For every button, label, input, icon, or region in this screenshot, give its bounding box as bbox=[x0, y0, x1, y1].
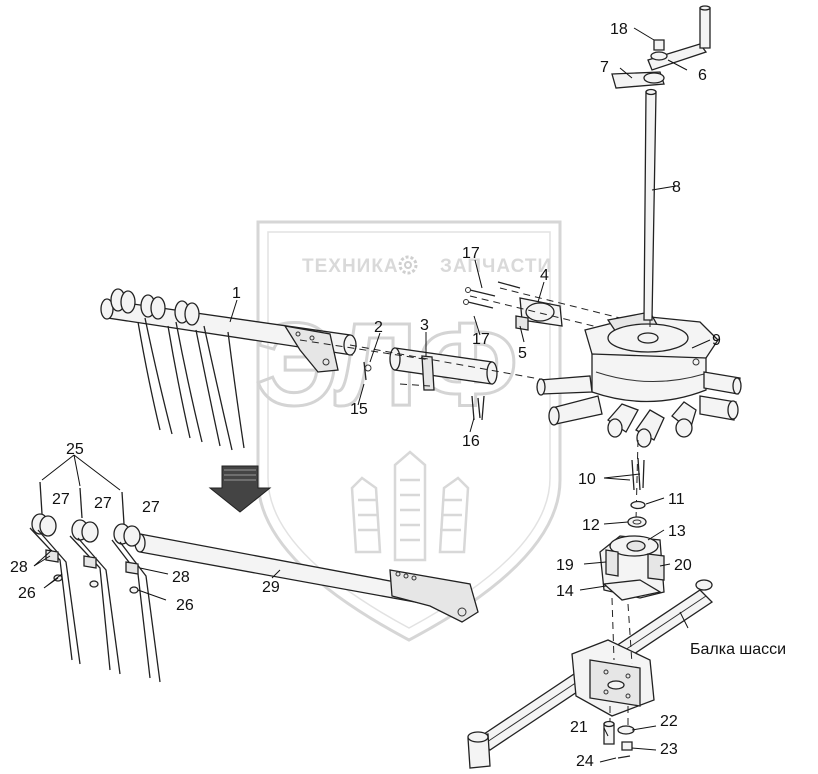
gear-icon bbox=[398, 255, 418, 275]
part-labels: 1 2 3 4 5 6 7 8 9 10 11 12 13 14 15 16 1… bbox=[10, 21, 786, 770]
nuts-part-26 bbox=[53, 574, 139, 594]
label-1: 1 bbox=[232, 285, 241, 302]
clamp-part-4 bbox=[515, 297, 563, 331]
label-11: 11 bbox=[668, 491, 685, 508]
drive-shaft-part-8 bbox=[643, 88, 657, 321]
label-9: 9 bbox=[712, 332, 721, 349]
label-17-top: 17 bbox=[462, 245, 480, 262]
lower-bolts-25 bbox=[39, 481, 125, 525]
watermark-text-right: ЗАПЧАСТИ bbox=[440, 256, 552, 277]
lever-part-7 bbox=[611, 71, 665, 89]
label-26-right: 26 bbox=[176, 597, 194, 614]
lower-tines bbox=[29, 527, 161, 683]
label-3: 3 bbox=[420, 317, 429, 334]
label-17-bottom: 17 bbox=[472, 331, 490, 348]
label-18: 18 bbox=[610, 21, 628, 38]
label-23: 23 bbox=[660, 741, 678, 758]
label-29: 29 bbox=[262, 579, 280, 596]
cotter-pins-16 bbox=[471, 395, 485, 421]
wheat-emblem bbox=[350, 450, 470, 562]
nut-part-18 bbox=[650, 39, 668, 61]
washer-part-22 bbox=[617, 725, 635, 735]
label-24: 24 bbox=[576, 753, 594, 770]
label-28-left: 28 bbox=[10, 559, 28, 576]
label-26-left: 26 bbox=[18, 585, 36, 602]
hub-arm-sockets bbox=[536, 371, 742, 448]
lower-springs-27 bbox=[31, 513, 141, 547]
label-13: 13 bbox=[668, 523, 686, 540]
chassis-beam bbox=[467, 579, 714, 769]
label-10: 10 bbox=[578, 471, 596, 488]
label-4: 4 bbox=[540, 267, 549, 284]
label-22: 22 bbox=[660, 713, 678, 730]
arm-springs bbox=[110, 288, 200, 326]
label-6: 6 bbox=[698, 67, 707, 84]
label-21: 21 bbox=[570, 719, 588, 736]
nut-part-23 bbox=[621, 741, 633, 751]
bolt-part-21 bbox=[603, 720, 615, 745]
label-20: 20 bbox=[674, 557, 692, 574]
label-8: 8 bbox=[672, 179, 681, 196]
label-28-right: 28 bbox=[172, 569, 190, 586]
pin-part-2 bbox=[363, 361, 372, 381]
label-15: 15 bbox=[350, 401, 368, 418]
label-14: 14 bbox=[556, 583, 574, 600]
clips-part-28 bbox=[45, 549, 139, 575]
washer-part-11 bbox=[630, 500, 646, 510]
label-chassis-beam: Балка шасси bbox=[690, 641, 786, 658]
watermark-text-left: ТЕХНИКА bbox=[302, 256, 399, 277]
bracket-part-14 bbox=[602, 579, 662, 601]
label-27-left: 27 bbox=[52, 491, 70, 508]
label-7: 7 bbox=[600, 59, 609, 76]
tube-part-3 bbox=[389, 347, 498, 391]
rotor-hub-part-9 bbox=[536, 311, 742, 448]
leader-lines bbox=[33, 27, 711, 763]
ring-part-12 bbox=[627, 516, 647, 528]
crank-part-6 bbox=[647, 5, 711, 71]
label-12: 12 bbox=[582, 517, 600, 534]
down-arrow-icon bbox=[208, 465, 272, 513]
label-27-right: 27 bbox=[142, 499, 160, 516]
label-25: 25 bbox=[66, 441, 84, 458]
arm-part-29 bbox=[134, 533, 479, 623]
label-19: 19 bbox=[556, 557, 574, 574]
label-27-middle: 27 bbox=[94, 495, 112, 512]
pin-part-24 bbox=[617, 755, 631, 759]
label-5: 5 bbox=[518, 345, 527, 362]
bolts-part-17 bbox=[463, 281, 521, 309]
rake-arm-assembly bbox=[100, 288, 357, 451]
label-16: 16 bbox=[462, 433, 480, 450]
label-2: 2 bbox=[374, 319, 383, 336]
arm-tines bbox=[137, 317, 245, 451]
